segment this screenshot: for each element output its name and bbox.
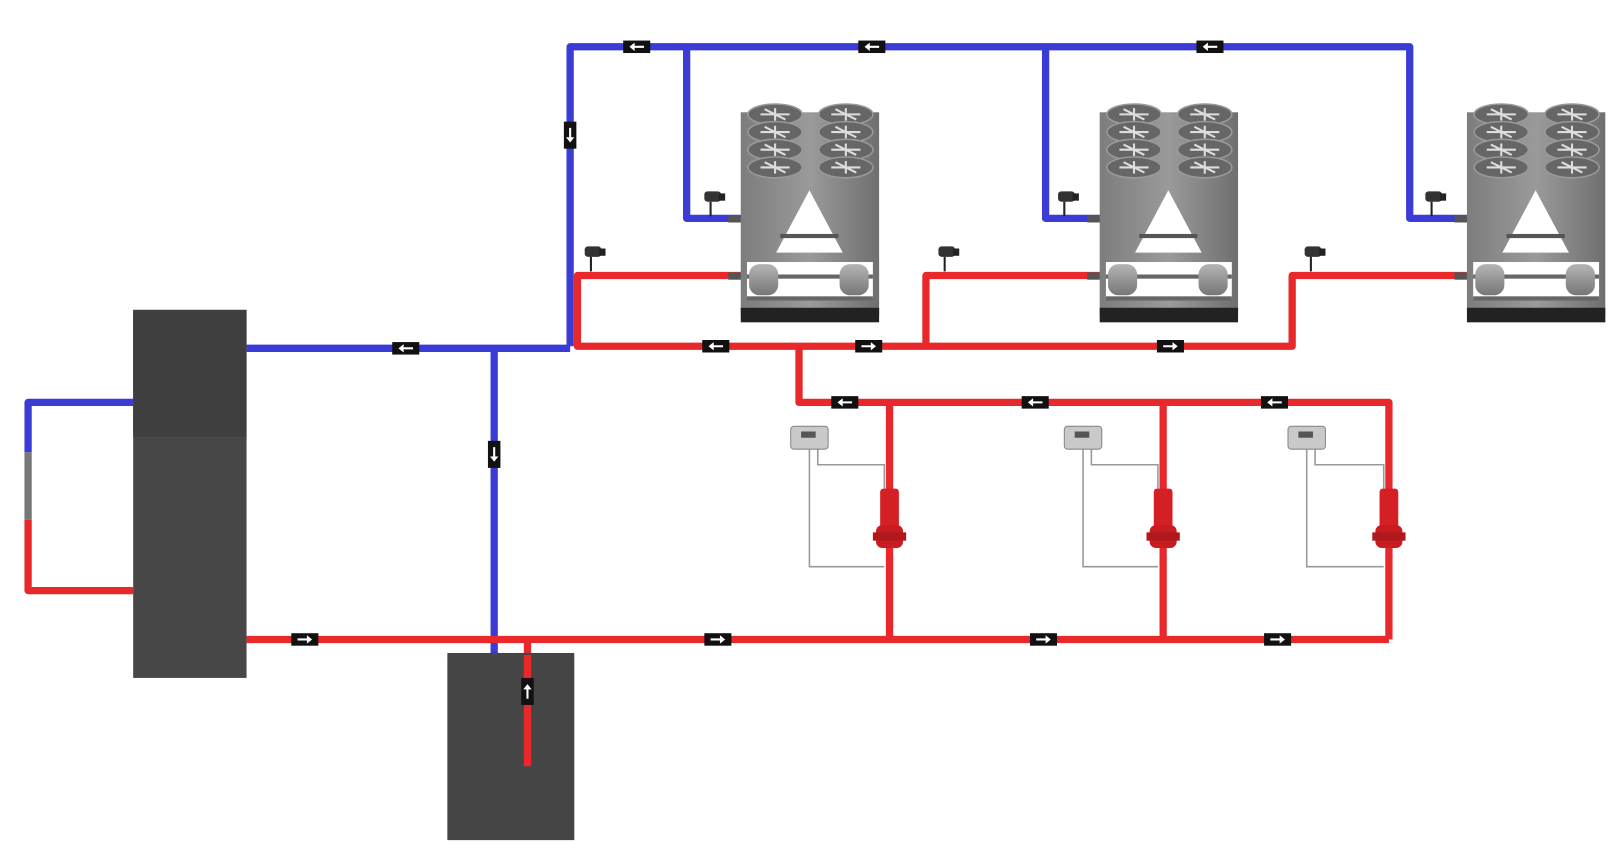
sensor-icon — [1058, 191, 1079, 217]
flow-arrow-icon — [704, 633, 732, 646]
supply-branch-2 — [1041, 46, 1100, 222]
flow-arrow-icon — [623, 40, 651, 54]
pump-icon — [1146, 488, 1180, 548]
chiller-icon — [1087, 103, 1239, 323]
hx-loop-blue — [24, 398, 134, 453]
supply-branch-1 — [683, 46, 741, 222]
sensor-icon — [704, 191, 726, 217]
control-wire — [1305, 447, 1385, 568]
chiller-icon — [1454, 103, 1606, 323]
receiver-tank — [839, 264, 869, 296]
chiller-2-outlet — [922, 271, 1100, 347]
sensor-icon — [584, 246, 606, 272]
flow-arrow-icon — [1196, 40, 1224, 54]
receiver-tank — [749, 264, 779, 296]
hx-loop-red — [24, 519, 134, 595]
flow-arrow-icon — [521, 677, 534, 705]
flow-arrow-icon — [1260, 396, 1288, 409]
flow-arrow-icon — [831, 396, 859, 409]
receiver-tank — [1475, 264, 1505, 296]
receiver-tank — [1565, 264, 1595, 296]
sensor-icon — [1425, 191, 1447, 217]
heat-exchanger-top — [133, 309, 247, 437]
pump-icon — [872, 488, 907, 548]
receiver-tank — [1108, 264, 1138, 296]
flow-arrow-icon — [855, 340, 883, 353]
sensor-icon — [938, 246, 960, 272]
tank-icon — [447, 652, 575, 841]
flow-arrow-icon — [291, 633, 319, 646]
flow-arrow-icon — [487, 440, 501, 468]
flow-arrow-icon — [1021, 396, 1049, 409]
flow-arrow-icon — [1156, 340, 1184, 353]
receiver-tank — [1198, 264, 1228, 296]
chiller-1-outlet — [573, 271, 1467, 350]
flow-arrow-icon — [858, 40, 886, 54]
flow-arrow-icon — [392, 342, 420, 355]
chiller-icon — [728, 103, 880, 323]
control-wire — [808, 447, 886, 568]
control-wire — [1082, 447, 1159, 568]
flow-arrow-icon — [1264, 633, 1292, 646]
flow-arrow-icon — [1029, 633, 1058, 646]
flow-arrow-icon — [563, 121, 577, 149]
pump-icon — [1372, 488, 1406, 548]
flow-arrow-icon — [702, 340, 730, 353]
sensor-icon — [1304, 246, 1326, 272]
